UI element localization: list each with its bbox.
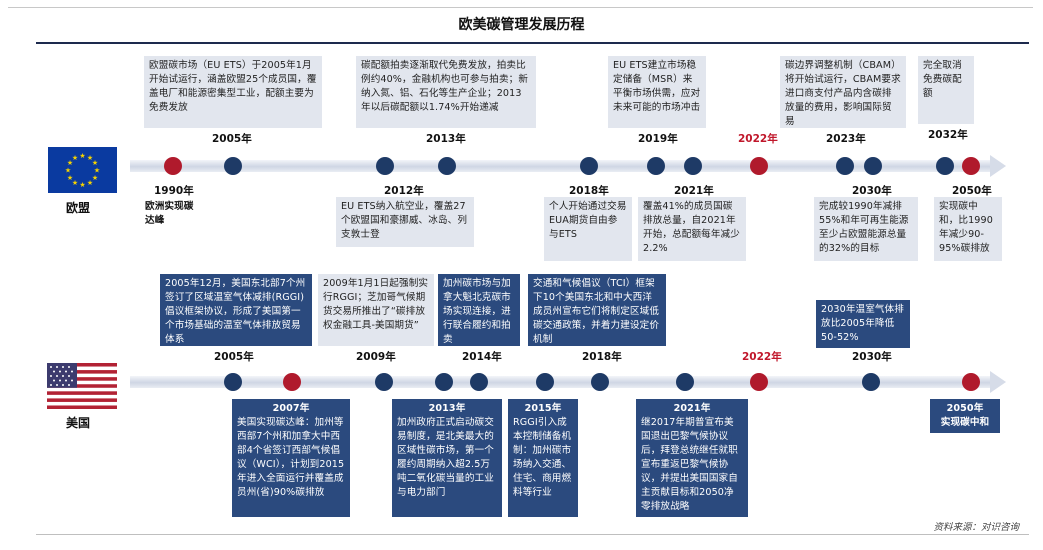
eu-dot-2050 bbox=[962, 157, 980, 175]
us-year-2018: 2018年 bbox=[582, 351, 622, 363]
eu-event-2012: EU ETS纳入航空业，覆盖27个欧盟国和豪挪威、冰岛、列支敦士登 bbox=[336, 197, 474, 247]
eu-timeline-bar bbox=[130, 160, 992, 172]
svg-text:★: ★ bbox=[87, 179, 93, 187]
region-label-us: 美国 bbox=[66, 416, 91, 430]
us-event-2007-text: 美国实现碳达峰：加州等西部7个州和加拿大中西部4个省签订西部气候倡议（WCI），… bbox=[237, 417, 345, 498]
svg-text:★: ★ bbox=[67, 174, 73, 182]
region-label-eu: 欧盟 bbox=[66, 201, 91, 215]
eu-dot-2032 bbox=[936, 157, 954, 175]
bottom-rule bbox=[36, 534, 1029, 535]
us-flag-icon bbox=[47, 363, 117, 409]
eu-event-2019: EU ETS建立市场稳定储备（MSR）来平衡市场供需，应对未来可能的市场冲击 bbox=[608, 56, 706, 128]
us-event-2013: 2013年 加州政府正式启动碳交易制度，是北美最大的区域性碳市场，第一个履约周期… bbox=[392, 399, 502, 517]
us-year-2007: 2007年 bbox=[272, 403, 310, 414]
eu-year-2021: 2021年 bbox=[674, 185, 714, 197]
us-year-2014: 2014年 bbox=[462, 351, 502, 363]
eu-dot-2023 bbox=[836, 157, 854, 175]
us-dot-2007 bbox=[283, 373, 301, 391]
eu-year-2012: 2012年 bbox=[384, 185, 424, 197]
eu-dot-2018 bbox=[580, 157, 598, 175]
us-event-2015: 2015年 RGGI引入成本控制储备机制：加州碳市场纳入交通、住宅、商用燃料等行… bbox=[508, 399, 578, 517]
eu-flag-icon: ★ ★ ★ ★ ★ ★ ★ ★ ★ ★ ★ ★ bbox=[48, 147, 117, 193]
us-dot-2021 bbox=[676, 373, 694, 391]
eu-event-2005: 欧盟碳市场（EU ETS）于2005年1月开始试运行，涵盖欧盟25个成员国，覆盖… bbox=[144, 56, 322, 128]
us-year-2009: 2009年 bbox=[356, 351, 396, 363]
us-year-2030: 2030年 bbox=[852, 351, 892, 363]
eu-year-2022: 2022年 bbox=[738, 133, 778, 145]
us-event-2014: 加州碳市场与加拿大魁北克碳市场实现连接，进行联合履约和拍卖 bbox=[438, 274, 520, 346]
eu-dot-2013 bbox=[438, 157, 456, 175]
svg-text:★: ★ bbox=[87, 154, 93, 162]
us-event-2007: 2007年 美国实现碳达峰：加州等西部7个州和加拿大中西部4个省签订西部气候倡议… bbox=[232, 399, 350, 517]
svg-text:★: ★ bbox=[79, 181, 85, 189]
page-title: 欧美碳管理发展历程 bbox=[458, 17, 585, 33]
eu-event-2050: 实现碳中和，比1990年减少90-95%碳排放 bbox=[934, 197, 1002, 261]
eu-dot-1990 bbox=[164, 157, 182, 175]
eu-event-2018: 个人开始通过交易EUA期货自由参与ETS bbox=[544, 197, 632, 261]
us-event-2015-text: RGGI引入成本控制储备机制：加州碳市场纳入交通、住宅、商用燃料等行业 bbox=[513, 417, 572, 498]
eu-year-2032: 2032年 bbox=[928, 129, 968, 141]
us-timeline-arrow bbox=[990, 371, 1006, 393]
us-year-2022: 2022年 bbox=[742, 351, 782, 363]
eu-timeline-arrow bbox=[990, 155, 1006, 177]
eu-dot-2021 bbox=[684, 157, 702, 175]
us-event-2018: 交通和气候倡议（TCI）框架下10个美国东北和中大西洋成员州宣布它们将制定区域低… bbox=[528, 274, 666, 346]
us-event-2050: 2050年 实现碳中和 bbox=[930, 399, 1000, 433]
eu-event-1990: 欧洲实现碳达峰 bbox=[140, 197, 206, 231]
us-event-2030: 2030年温室气体排放比2005年降低50-52% bbox=[816, 300, 910, 348]
eu-year-2023: 2023年 bbox=[826, 133, 866, 145]
svg-text:★: ★ bbox=[72, 154, 78, 162]
us-timeline-bar bbox=[130, 376, 992, 388]
us-dot-2030 bbox=[862, 373, 880, 391]
us-event-2050-text: 实现碳中和 bbox=[940, 417, 990, 428]
svg-text:★: ★ bbox=[79, 152, 85, 160]
us-year-2021: 2021年 bbox=[673, 403, 711, 414]
eu-event-2021: 覆盖41%的成员国碳排放总量，自2021年开始，总配额每年减少2.2% bbox=[638, 197, 746, 261]
us-event-2013-text: 加州政府正式启动碳交易制度，是北美最大的区域性碳市场，第一个履约周期纳入超2.5… bbox=[397, 417, 494, 498]
svg-text:★: ★ bbox=[94, 167, 100, 175]
eu-dot-2012 bbox=[376, 157, 394, 175]
eu-year-2005: 2005年 bbox=[212, 133, 252, 145]
us-event-2021-text: 继2017年期普宣布美国退出巴黎气候协议后，拜登总统继任就职宣布重返巴黎气候协议… bbox=[641, 417, 738, 512]
us-dot-2015 bbox=[536, 373, 554, 391]
title-underline bbox=[36, 42, 1029, 44]
us-year-2013: 2013年 bbox=[428, 403, 466, 414]
eu-year-2013: 2013年 bbox=[426, 133, 466, 145]
us-dot-2050 bbox=[962, 373, 980, 391]
eu-year-2019: 2019年 bbox=[638, 133, 678, 145]
us-dot-2022 bbox=[750, 373, 768, 391]
us-dot-2013 bbox=[435, 373, 453, 391]
eu-event-2032: 完全取消免费碳配额 bbox=[918, 56, 974, 124]
svg-text:★: ★ bbox=[72, 179, 78, 187]
eu-year-2018: 2018年 bbox=[569, 185, 609, 197]
us-year-2005: 2005年 bbox=[214, 351, 254, 363]
svg-text:★: ★ bbox=[92, 159, 98, 167]
us-year-2050: 2050年 bbox=[946, 403, 984, 414]
eu-dot-2022 bbox=[750, 157, 768, 175]
eu-event-2030: 完成较1990年减排55%和年可再生能源至少占欧盟能源总量的32%的目标 bbox=[814, 197, 918, 261]
us-dot-2018 bbox=[591, 373, 609, 391]
source-note: 资料来源：对识咨询 bbox=[933, 522, 1019, 533]
us-dot-2009 bbox=[375, 373, 393, 391]
svg-text:★: ★ bbox=[67, 159, 73, 167]
svg-text:★: ★ bbox=[65, 167, 71, 175]
eu-year-2030: 2030年 bbox=[852, 185, 892, 197]
top-rule bbox=[8, 7, 1033, 8]
us-event-2021: 2021年 继2017年期普宣布美国退出巴黎气候协议后，拜登总统继任就职宣布重返… bbox=[636, 399, 748, 517]
us-event-2005: 2005年12月，美国东北部7个州签订了区域温室气体减排(RGGI)倡议框架协议… bbox=[160, 274, 312, 346]
us-dot-2005 bbox=[224, 373, 242, 391]
eu-event-2023: 碳边界调整机制（CBAM）将开始试运行，CBAM要求进口商支付产品内含碳排放量的… bbox=[780, 56, 906, 128]
eu-year-2050: 2050年 bbox=[952, 185, 992, 197]
us-year-2015: 2015年 bbox=[524, 403, 562, 414]
eu-dot-2030 bbox=[864, 157, 882, 175]
us-event-2009: 2009年1月1日起强制实行RGGI；芝加哥气候期货交易所推出了“碳排放权金融工… bbox=[318, 274, 434, 346]
svg-text:★: ★ bbox=[92, 174, 98, 182]
eu-dot-2019 bbox=[647, 157, 665, 175]
eu-event-2013: 碳配额拍卖逐渐取代免费发放，拍卖比例约40%，金融机构也可参与拍卖；新纳入氮、铝… bbox=[356, 56, 536, 128]
eu-year-1990: 1990年 bbox=[154, 185, 194, 197]
eu-dot-2005 bbox=[224, 157, 242, 175]
us-dot-2014 bbox=[470, 373, 488, 391]
